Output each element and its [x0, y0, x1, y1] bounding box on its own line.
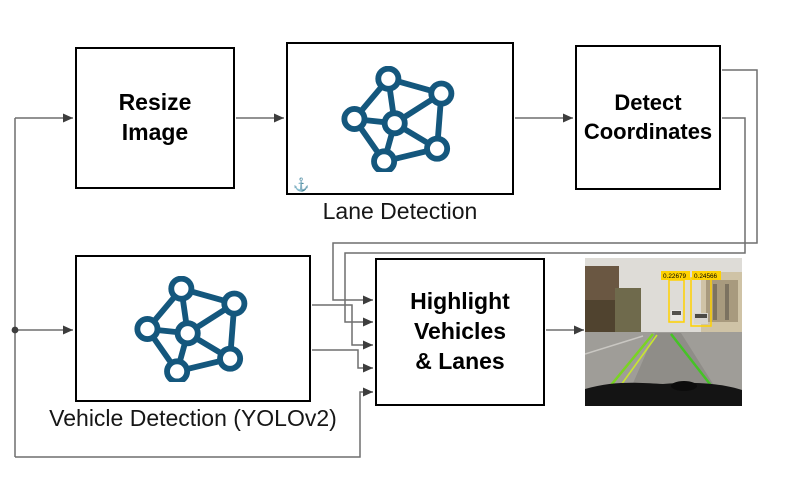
lane-detection-caption: Lane Detection	[322, 198, 478, 224]
anchor-icon: ⚓	[293, 177, 310, 192]
neural-network-icon	[341, 65, 455, 172]
resize-image-label: Resize Image	[118, 89, 192, 145]
highlight-label: Highlight Vehicles & Lanes	[410, 288, 510, 374]
vehicle-detection-caption: Vehicle Detection (YOLOv2)	[49, 405, 337, 431]
block-resize-image[interactable]: Resize Image	[75, 47, 235, 189]
detect-coordinates-label: Detect Coordinates	[583, 89, 713, 144]
video-display-block[interactable]: 0.22679 0.24566	[585, 258, 742, 406]
wire-vehicle2-to-highlight[interactable]	[312, 349, 373, 373]
vehicles	[671, 310, 708, 324]
block-vehicle-detection[interactable]	[75, 255, 311, 402]
block-highlight-vehicles-lanes[interactable]: Highlight Vehicles & Lanes	[375, 258, 545, 406]
car-hood	[585, 382, 742, 406]
block-lane-detection[interactable]: ⚓	[286, 42, 514, 195]
road-scene-image: 0.22679 0.24566	[585, 258, 742, 406]
branch-point-dot	[11, 326, 19, 334]
neural-network-icon	[134, 275, 248, 382]
wire-vehicle1-to-highlight[interactable]	[312, 304, 373, 350]
lane-detection-overlay	[606, 333, 714, 393]
block-detect-coordinates[interactable]: Detect Coordinates	[575, 45, 721, 190]
detection-score-labels: 0.22679 0.24566	[661, 271, 721, 280]
detection-score: 0.24566	[694, 273, 718, 280]
detection-score: 0.22679	[663, 273, 687, 280]
